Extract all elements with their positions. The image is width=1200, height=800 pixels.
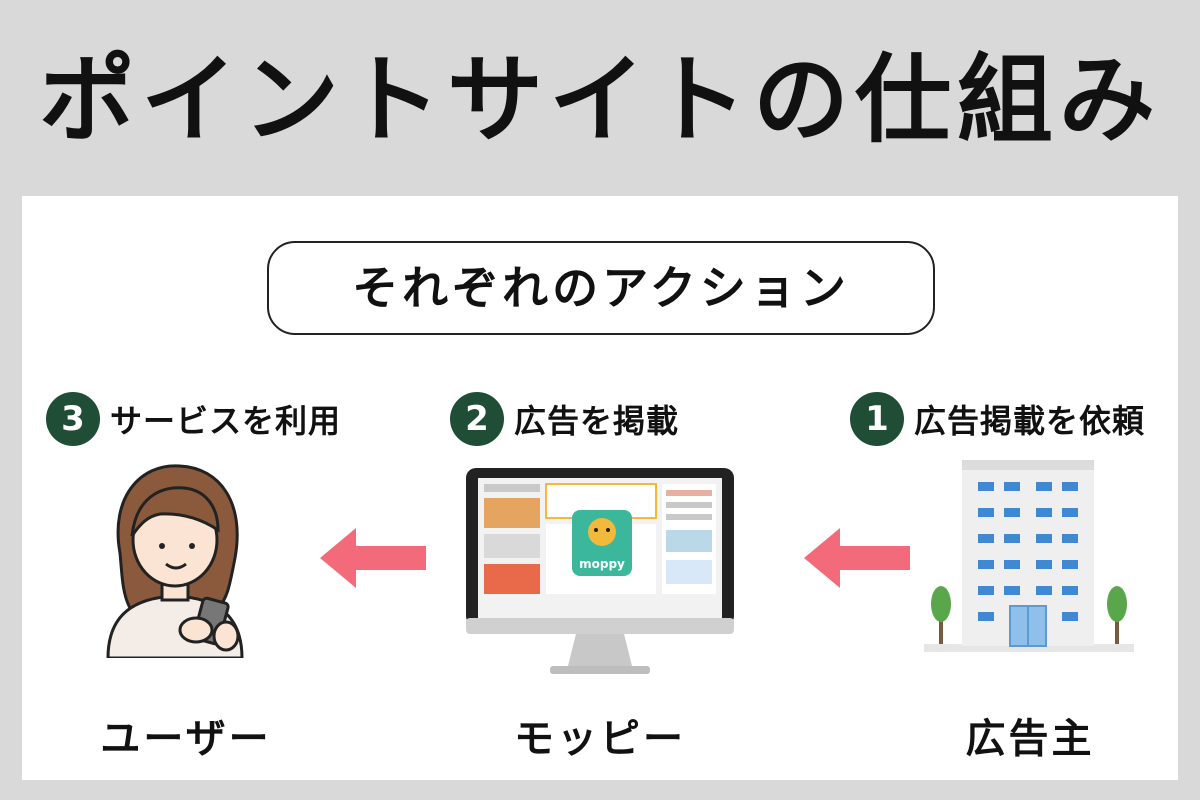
step-2: 2 広告を掲載 bbox=[450, 393, 679, 445]
actor-advertiser-label: 広告主 bbox=[950, 706, 1110, 764]
svg-text:moppy: moppy bbox=[579, 557, 625, 571]
page-title: ポイントサイトの仕組み bbox=[0, 40, 1200, 160]
arrow-left-icon bbox=[320, 528, 426, 588]
arrow-left-icon-2 bbox=[804, 528, 910, 588]
step-3-label: サービスを利用 bbox=[110, 396, 341, 442]
diagram-panel: それぞれのアクション 3 サービスを利用 2 広告を掲載 1 広告掲載を依頼 bbox=[22, 196, 1178, 780]
user-illustration-icon bbox=[100, 458, 250, 658]
actions-heading: それぞれのアクション bbox=[267, 241, 935, 335]
monitor-icon: moppy bbox=[466, 468, 734, 684]
step-3-badge: 3 bbox=[46, 392, 100, 446]
step-2-badge: 2 bbox=[450, 392, 504, 446]
step-2-label: 広告を掲載 bbox=[514, 396, 679, 442]
step-1-label: 広告掲載を依頼 bbox=[914, 396, 1145, 442]
actor-site-label: モッピー bbox=[500, 706, 700, 764]
office-building-icon bbox=[924, 454, 1134, 654]
step-1-badge: 1 bbox=[850, 392, 904, 446]
step-1: 1 広告掲載を依頼 bbox=[850, 393, 1145, 445]
actor-user-label: ユーザー bbox=[86, 706, 286, 764]
step-3: 3 サービスを利用 bbox=[46, 393, 341, 445]
